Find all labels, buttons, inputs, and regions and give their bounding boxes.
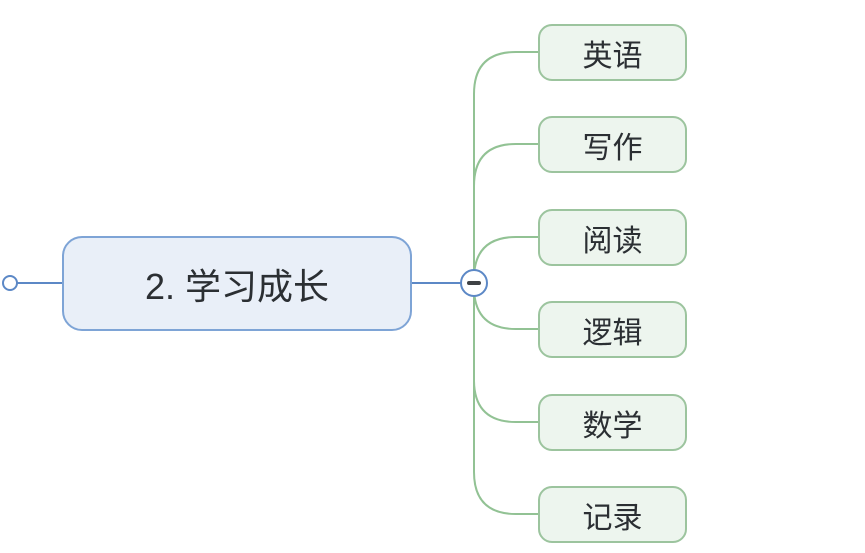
node-child-label: 数学 — [582, 409, 643, 443]
node-child[interactable]: 阅读 — [538, 209, 687, 266]
node-child[interactable]: 英语 — [538, 24, 687, 81]
parent-anchor-dot — [2, 275, 18, 291]
node-root-label: 2. 学习成长 — [144, 265, 330, 307]
node-child[interactable]: 逻辑 — [538, 301, 687, 358]
node-child[interactable]: 记录 — [538, 486, 687, 543]
minus-icon — [467, 281, 481, 285]
node-child-label: 英语 — [582, 39, 643, 73]
node-root[interactable]: 2. 学习成长 — [62, 236, 412, 331]
node-child[interactable]: 数学 — [538, 394, 687, 451]
connector-branch — [473, 282, 539, 423]
connector-branch — [473, 282, 539, 515]
node-child-label: 阅读 — [582, 224, 643, 258]
node-child[interactable]: 写作 — [538, 116, 687, 173]
connector-branch — [473, 51, 539, 284]
node-child-label: 写作 — [582, 131, 643, 165]
node-child-label: 逻辑 — [582, 316, 643, 350]
collapse-button[interactable] — [460, 269, 488, 297]
node-child-label: 记录 — [582, 501, 643, 535]
connector-branch — [473, 143, 539, 284]
